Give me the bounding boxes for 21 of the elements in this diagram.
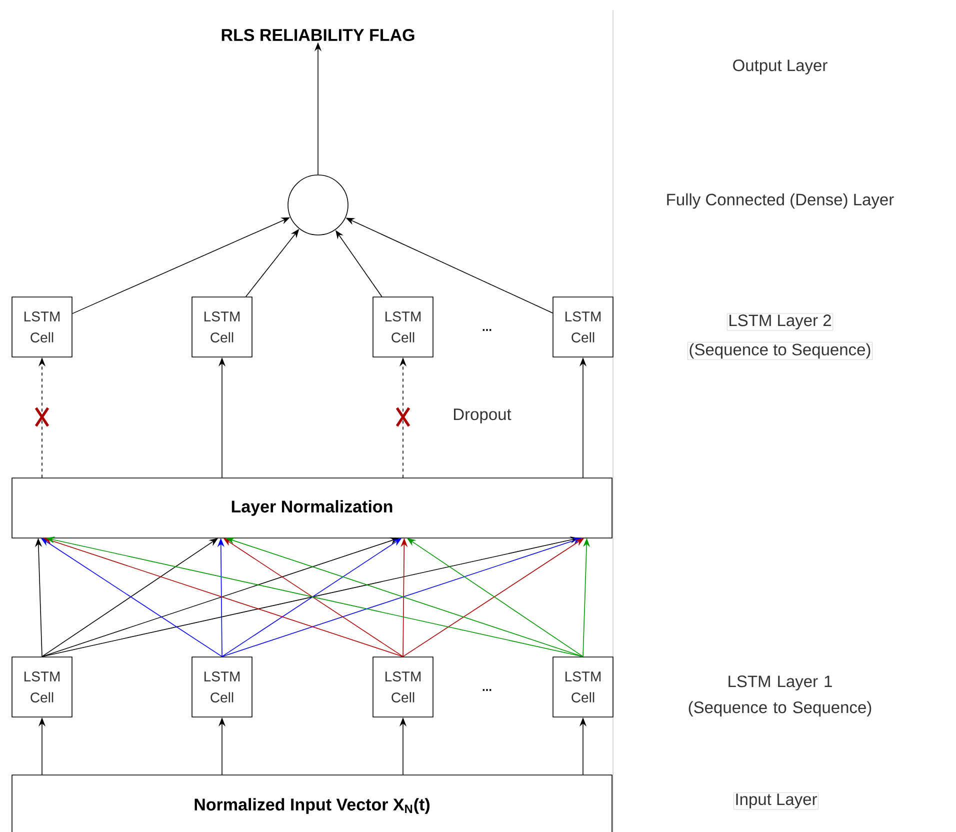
layer-label: Fully Connected (Dense) Layer xyxy=(667,193,894,209)
layer-box: Layer Normalization xyxy=(12,478,612,538)
lstm-cell-box: LSTM Cell xyxy=(552,656,614,718)
lstm-cell-box: LSTM Cell xyxy=(12,296,72,358)
layer-box: Normalized Input Vector X$_{N}$(t) xyxy=(12,774,612,832)
lstm-cell-box: LSTM Cell xyxy=(12,656,72,718)
ellipsis: ... xyxy=(482,329,492,331)
layer-label: Output Layer xyxy=(733,60,828,74)
lstm-cell-box: LSTM Cell xyxy=(372,656,434,718)
lstm-cell-box: LSTM Cell xyxy=(192,296,252,358)
ellipsis: ... xyxy=(482,689,492,691)
dropout-label: Dropout xyxy=(454,408,512,424)
layer-label: Input Layer xyxy=(734,792,818,810)
lstm-cell-box: LSTM Cell xyxy=(372,296,434,358)
lstm-cell-box: LSTM Cell xyxy=(552,296,614,358)
layer-label: (Sequence to Sequence) xyxy=(688,342,872,360)
dense-neuron-circle xyxy=(288,174,348,236)
lstm-cell-box: LSTM Cell xyxy=(192,656,252,718)
layer-label: LSTM Layer 1 (Sequence to Sequence) xyxy=(688,676,872,716)
output-title: RLS RELIABILITY FLAG xyxy=(222,28,414,42)
layer-label: LSTM Layer 2 xyxy=(727,313,834,331)
